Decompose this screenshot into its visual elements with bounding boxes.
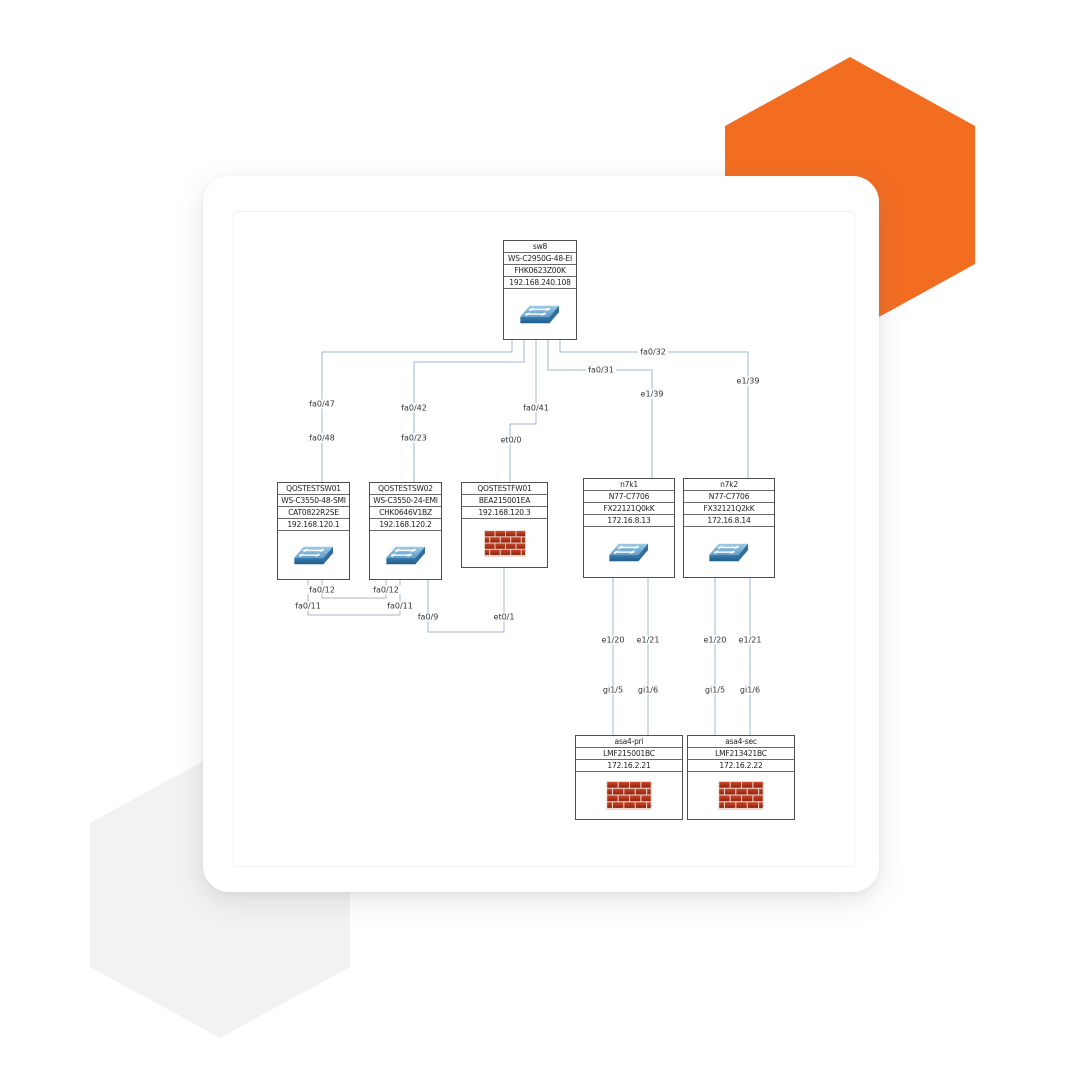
link-label: fa0/11 <box>385 601 415 611</box>
device-node-qostestfw01[interactable]: QOSTESTFW01 BEA215001EA 192.168.120.3 <box>461 482 548 568</box>
device-ip: 172.16.2.22 <box>688 760 794 772</box>
link-label: fa0/47 <box>307 399 337 409</box>
link-label: e1/20 <box>599 635 627 645</box>
device-node-asa4-pri[interactable]: asa4-pri LMF215001BC 172.16.2.21 <box>575 735 683 820</box>
link-label: e1/21 <box>736 635 764 645</box>
link-label: fa0/12 <box>371 585 401 595</box>
device-node-n7k2[interactable]: n7k2 N77-C7706 FX32121Q2kK 172.16.8.14 <box>683 478 775 578</box>
link-label: et0/1 <box>491 612 517 622</box>
device-serial: FX32121Q2kK <box>684 503 774 515</box>
firewall-icon <box>462 519 547 567</box>
device-serial: CAT0822R2SE <box>278 507 349 519</box>
device-hostname: sw8 <box>504 241 576 253</box>
link-label: e1/39 <box>638 389 666 399</box>
device-hostname: QOSTESTFW01 <box>462 483 547 495</box>
device-hostname: n7k1 <box>584 479 674 491</box>
link-label: e1/21 <box>634 635 662 645</box>
link-label: e1/20 <box>701 635 729 645</box>
device-model: WS-C2950G-48-EI <box>504 253 576 265</box>
device-hostname: n7k2 <box>684 479 774 491</box>
link-label: fa0/31 <box>586 365 616 375</box>
device-ip: 192.168.120.1 <box>278 519 349 531</box>
device-hostname: asa4-pri <box>576 736 682 748</box>
link-label: fa0/48 <box>307 433 337 443</box>
switch-icon <box>684 527 774 577</box>
link-label: fa0/41 <box>521 403 551 413</box>
firewall-icon <box>688 772 794 819</box>
device-node-sw8[interactable]: sw8 WS-C2950G-48-EI FHK0623Z00K 192.168.… <box>503 240 577 340</box>
device-ip: 172.16.2.21 <box>576 760 682 772</box>
device-node-qostestsw01[interactable]: QOSTESTSW01 WS-C3550-48-SMI CAT0822R2SE … <box>277 482 350 580</box>
switch-icon <box>370 531 441 579</box>
link-label: fa0/23 <box>399 433 429 443</box>
firewall-icon <box>576 772 682 819</box>
device-model: N77-C7706 <box>684 491 774 503</box>
device-node-n7k1[interactable]: n7k1 N77-C7706 FX22121Q0kK 172.16.8.13 <box>583 478 675 578</box>
device-serial: LMF213421BC <box>688 748 794 760</box>
device-serial: FX22121Q0kK <box>584 503 674 515</box>
device-hostname: asa4-sec <box>688 736 794 748</box>
link-label: gi1/5 <box>600 685 626 695</box>
device-node-qostestsw02[interactable]: QOSTESTSW02 WS-C3550-24-EMI CHK0646V1BZ … <box>369 482 442 580</box>
link-label: gi1/5 <box>702 685 728 695</box>
link-label: fa0/9 <box>415 612 441 622</box>
link-label: fa0/11 <box>293 601 323 611</box>
device-ip: 172.16.8.14 <box>684 515 774 527</box>
device-serial: CHK0646V1BZ <box>370 507 441 519</box>
device-model: N77-C7706 <box>584 491 674 503</box>
link-label: gi1/6 <box>737 685 763 695</box>
link-label: fa0/12 <box>307 585 337 595</box>
device-serial: FHK0623Z00K <box>504 265 576 277</box>
device-hostname: QOSTESTSW01 <box>278 483 349 495</box>
device-model: WS-C3550-48-SMI <box>278 495 349 507</box>
device-ip: 172.16.8.13 <box>584 515 674 527</box>
device-hostname: QOSTESTSW02 <box>370 483 441 495</box>
device-ip: 192.168.120.3 <box>462 507 547 519</box>
link-label: et0/0 <box>498 435 524 445</box>
device-node-asa4-sec[interactable]: asa4-sec LMF213421BC 172.16.2.22 <box>687 735 795 820</box>
device-serial: BEA215001EA <box>462 495 547 507</box>
link-label: e1/39 <box>734 376 762 386</box>
switch-icon <box>584 527 674 577</box>
device-serial: LMF215001BC <box>576 748 682 760</box>
link-label: fa0/32 <box>638 347 668 357</box>
device-model: WS-C3550-24-EMI <box>370 495 441 507</box>
switch-icon <box>278 531 349 579</box>
link-label: fa0/42 <box>399 403 429 413</box>
switch-icon <box>504 289 576 339</box>
device-ip: 192.168.240.108 <box>504 277 576 289</box>
device-ip: 192.168.120.2 <box>370 519 441 531</box>
link-label: gi1/6 <box>635 685 661 695</box>
